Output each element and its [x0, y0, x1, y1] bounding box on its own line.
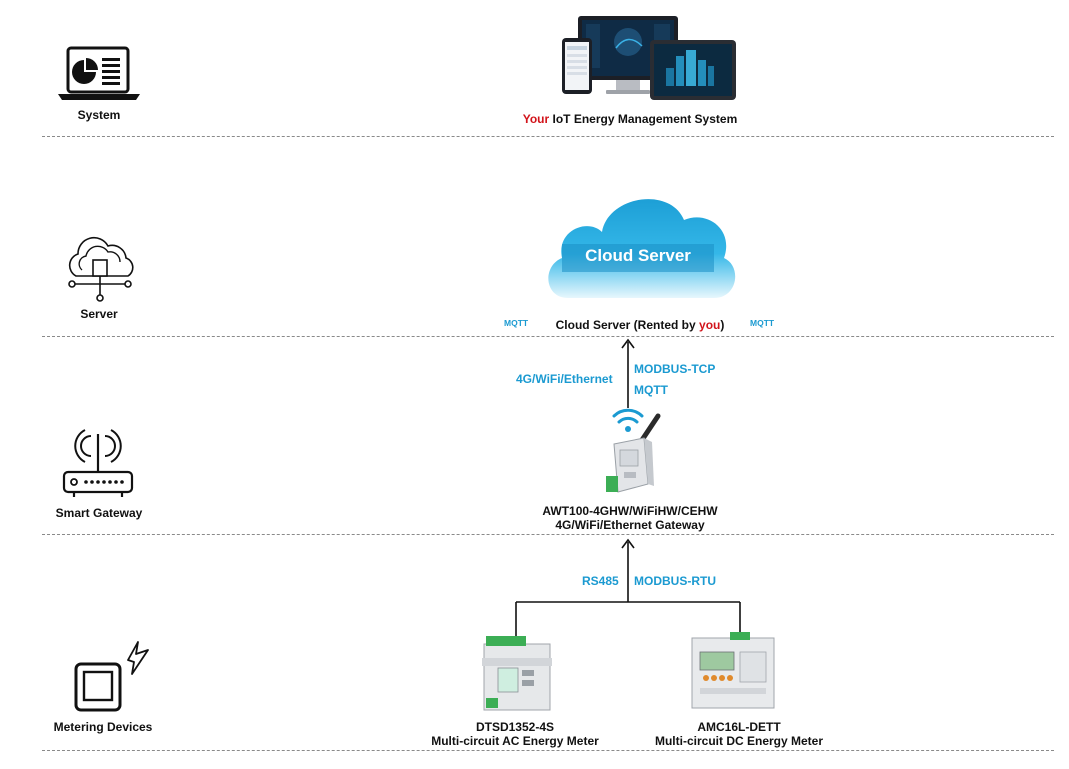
- dashboard-devices-illustration: [562, 16, 736, 100]
- wifi-icon: [612, 408, 644, 432]
- ac-meter-description: Multi-circuit AC Energy Meter: [431, 734, 599, 748]
- cloud-network-icon: [68, 236, 134, 302]
- tier-label-metering: Metering Devices: [53, 720, 153, 734]
- divider-gateway-metering: [42, 534, 1054, 535]
- laptop-chart-icon: [58, 46, 140, 100]
- divider-system-server: [42, 136, 1054, 137]
- tier-label-server: Server: [80, 307, 118, 321]
- uplink-right-label-2: MQTT: [634, 383, 668, 397]
- mqtt-right-label: MQTT: [750, 318, 775, 328]
- ac-meter-caption: DTSD1352-4S Multi-circuit AC Energy Mete…: [400, 720, 630, 748]
- system-caption-text: IoT Energy Management System: [549, 112, 738, 126]
- system-caption-highlight: Your: [522, 112, 550, 126]
- dc-meter-model: AMC16L-DETT: [697, 720, 781, 734]
- dc-meter-device-image: [691, 632, 775, 709]
- cloud-server-graphic: [548, 199, 736, 298]
- cloud-caption: Cloud Server (Rented by you): [520, 318, 760, 332]
- ac-meter-model: DTSD1352-4S: [475, 720, 555, 734]
- cloud-caption-prefix: Cloud Server (Rented by: [555, 318, 700, 332]
- cloud-caption-suffix: ): [720, 318, 725, 332]
- tier-label-system: System: [77, 108, 121, 122]
- cloud-caption-highlight: you: [699, 318, 721, 332]
- divider-bottom: [42, 750, 1054, 751]
- meter-lightning-icon: [74, 641, 149, 712]
- router-icon: [62, 429, 134, 497]
- system-caption: Your IoT Energy Management System: [480, 112, 780, 126]
- uplink-arrow: [621, 338, 635, 408]
- divider-server-gateway: [42, 336, 1054, 337]
- ac-meter-device-image: [482, 636, 552, 711]
- gateway-model: AWT100-4GHW/WiFiHW/CEHW: [542, 504, 718, 518]
- gateway-device-image: [606, 413, 661, 493]
- fieldbus-connector: [515, 538, 741, 638]
- cloud-title: Cloud Server: [585, 246, 691, 265]
- tier-label-gateway: Smart Gateway: [55, 506, 143, 520]
- fieldbus-right-label: MODBUS-RTU: [634, 574, 716, 588]
- dc-meter-description: Multi-circuit DC Energy Meter: [654, 734, 824, 748]
- uplink-left-label: 4G/WiFi/Ethernet: [516, 372, 613, 386]
- mqtt-left-label: MQTT: [504, 318, 529, 328]
- dc-meter-caption: AMC16L-DETT Multi-circuit DC Energy Mete…: [624, 720, 854, 748]
- uplink-right-label-1: MODBUS-TCP: [634, 362, 716, 376]
- gateway-caption: AWT100-4GHW/WiFiHW/CEHW 4G/WiFi/Ethernet…: [480, 504, 780, 532]
- fieldbus-left-label: RS485: [582, 574, 619, 588]
- gateway-description: 4G/WiFi/Ethernet Gateway: [555, 518, 705, 532]
